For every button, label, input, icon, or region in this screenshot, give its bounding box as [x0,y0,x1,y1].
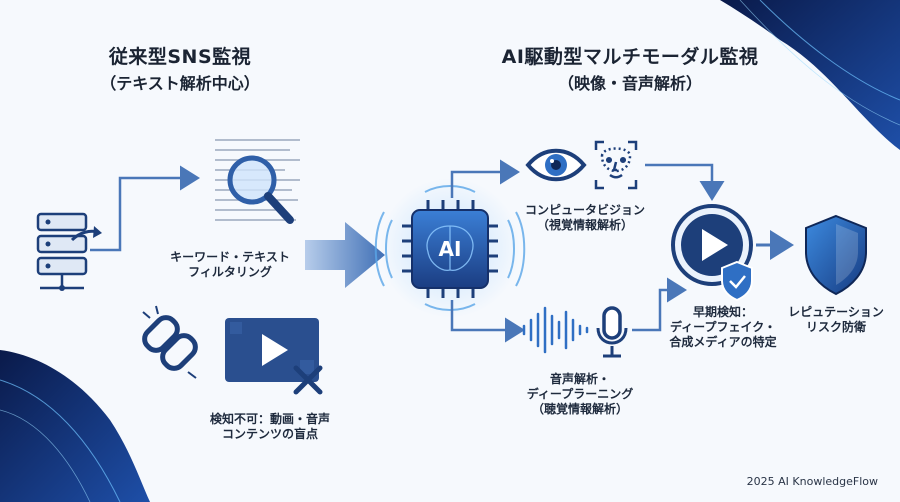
left-subtitle: （テキスト解析中心） [100,74,260,93]
right-subtitle: （映像・音声解析） [557,74,702,93]
connector-audio-to-detect [632,277,687,332]
ai-chip-icon [402,200,498,298]
detect-label-line3: 合成メディアの特定 [669,335,777,349]
vision-label-line1: コンピュータビジョン [524,203,645,217]
vision-label: コンピュータビジョン （視覚情報解析） [505,203,665,233]
corner-decoration-bottom-left [0,350,150,502]
shield-icon [805,214,867,296]
play-shield-icon [671,204,753,302]
face-scan-icon [594,140,638,190]
audio-label-line2: ディープラーニング [526,387,634,401]
filter-label-line2: フィルタリング [188,265,272,279]
connector-chip-to-audio [450,300,525,343]
blind-spot-label: 検知不可：動画・音声 コンテンツの盲点 [190,412,350,442]
eye-icon [525,148,587,182]
connector-chip-to-vision [450,159,520,198]
reputation-label: レピュテーション リスク防衛 [776,305,896,335]
corner-decoration-top-right [720,0,900,150]
detect-label: 早期検知： ディープフェイク・ 合成メディアの特定 [668,305,778,350]
filter-label: キーワード・テキスト フィルタリング [150,250,310,280]
audio-label-line1: 音声解析・ [549,372,610,386]
left-title: 従来型SNS監視 [108,46,252,68]
vision-label-line2: （視覚情報解析） [536,218,633,232]
flow-arrow-large [305,222,385,288]
sound-wave-icon [522,306,589,354]
server-icon [36,212,102,291]
audio-label-line3: （聴覚情報解析） [531,402,628,416]
detect-label-line2: ディープフェイク・ [670,320,776,334]
filter-label-line1: キーワード・テキスト [170,250,290,264]
ai-chip-label: AI [439,237,462,261]
detect-label-line1: 早期検知： [692,305,753,319]
connector-vision-to-detect [645,163,725,201]
broken-link-icon [142,305,198,379]
credit-text: 2025 AI KnowledgeFlow [746,475,878,488]
microphone-icon [596,306,628,358]
reputation-label-line1: レピュテーション [788,305,884,319]
reputation-label-line2: リスク防衛 [805,320,866,334]
blind-spot-label-line1: 検知不可：動画・音声 [209,412,330,426]
signal-waves [374,185,526,311]
right-title: AI駆動型マルチモーダル監視 [501,46,759,68]
document-search-icon [215,139,300,224]
blind-spot-label-line2: コンテンツの盲点 [221,427,318,441]
audio-label: 音声解析・ ディープラーニング （聴覚情報解析） [500,372,660,417]
blocked-video-icon [225,318,323,395]
connector-server-to-filter [90,165,200,252]
